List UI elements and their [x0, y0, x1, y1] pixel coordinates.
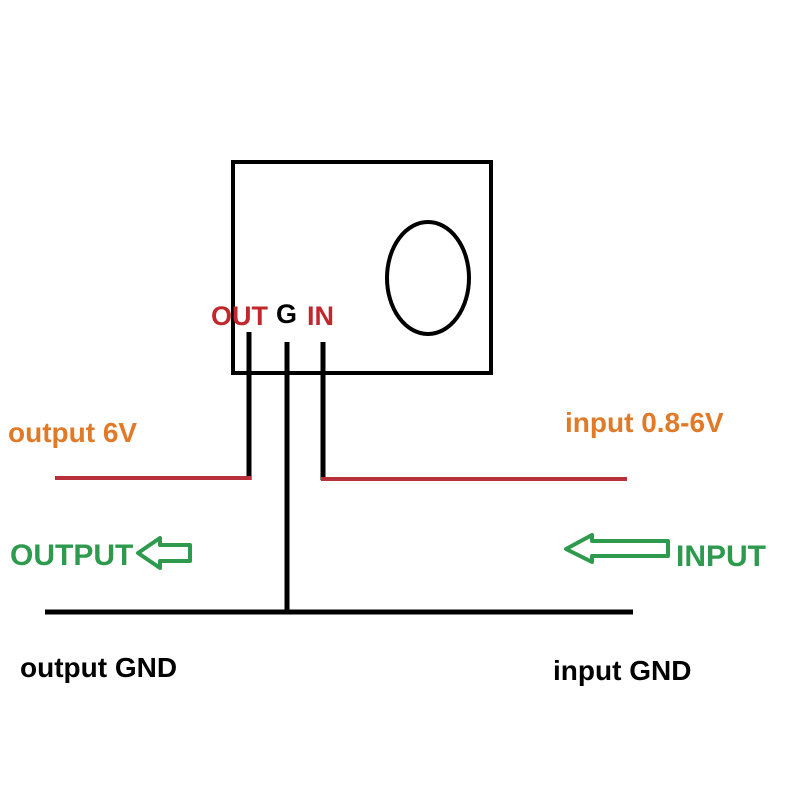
- input-voltage-label: input 0.8-6V: [565, 407, 724, 438]
- output-arrow-icon: [136, 536, 192, 570]
- module-body: [231, 160, 493, 375]
- output-gnd-label: output GND: [20, 652, 177, 683]
- pin-label-out: OUT: [211, 301, 269, 331]
- pin-label-in: IN: [307, 301, 334, 331]
- output-direction-label: OUTPUT: [10, 539, 133, 572]
- input-gnd-label: input GND: [553, 655, 691, 686]
- output-voltage-label: output 6V: [8, 417, 137, 448]
- module-indicator-circle: [385, 220, 471, 336]
- input-arrow-icon: [564, 533, 670, 564]
- pin-label-gnd: G: [276, 299, 297, 329]
- input-direction-label: INPUT: [676, 540, 766, 573]
